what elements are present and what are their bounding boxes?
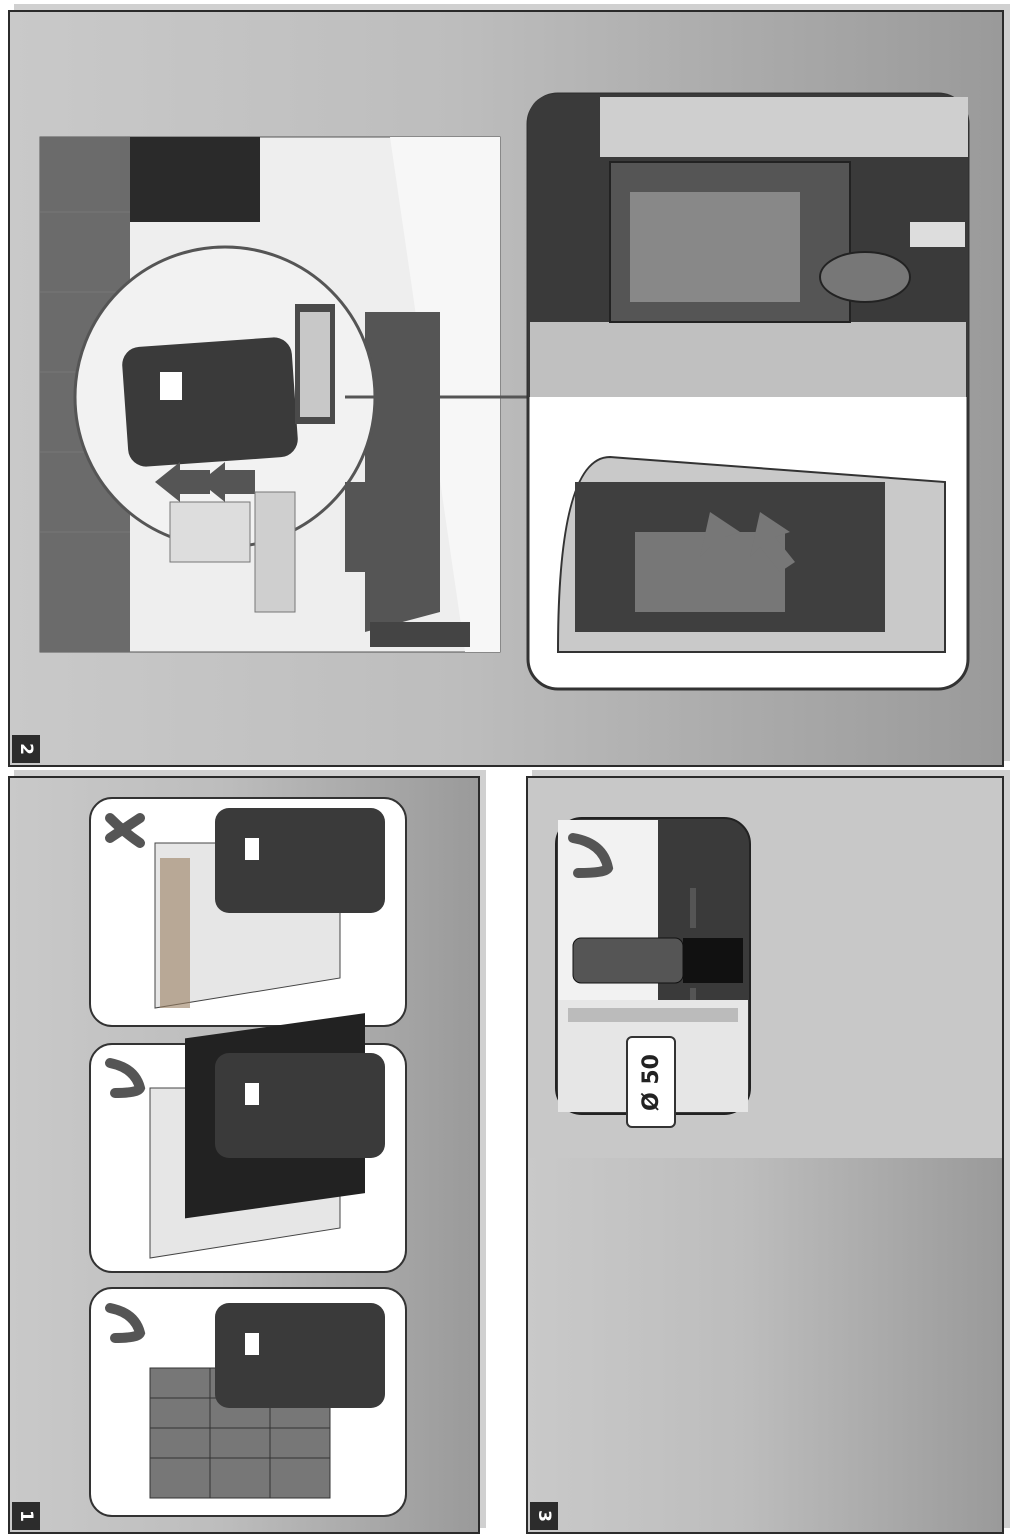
panel-2: 2 <box>8 10 1004 767</box>
option-box-ok-insulated <box>89 1013 407 1273</box>
panel-number: 3 <box>530 1502 558 1530</box>
panel-2-illustration <box>39 92 970 691</box>
cross-mark-icon <box>105 813 145 848</box>
panel-1: 1 <box>8 776 480 1534</box>
panel-number: 2 <box>12 735 40 763</box>
drain-detail-ok <box>555 817 751 1115</box>
option-box-wrong <box>89 797 407 1027</box>
diameter-label: Ø 50 <box>626 1036 676 1128</box>
panel-number: 1 <box>12 1502 40 1530</box>
panel-3-illustration <box>528 778 1002 1158</box>
check-mark-icon <box>105 1303 146 1343</box>
option-box-ok-brick <box>89 1287 407 1517</box>
detail-callout <box>526 92 970 691</box>
check-mark-icon <box>568 833 614 878</box>
check-mark-icon <box>105 1058 146 1098</box>
magnifier-circle <box>73 245 390 613</box>
panel-1-illustration <box>89 797 407 1517</box>
panel-3: Ø 50 3 <box>526 776 1004 1534</box>
